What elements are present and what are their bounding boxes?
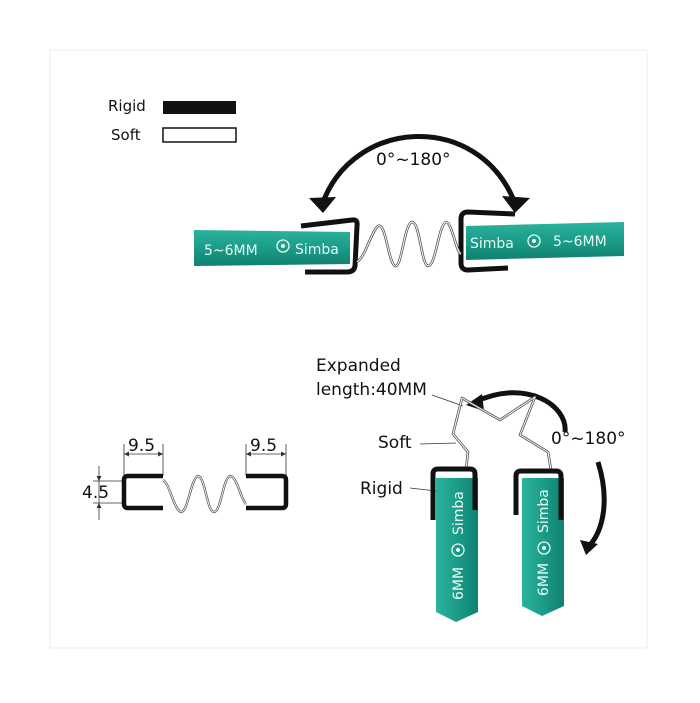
side-right-rigid-clip	[513, 468, 564, 520]
dim-right-width-label: 9.5	[250, 436, 277, 456]
side-expanded-line2: length:40MM	[316, 380, 427, 400]
side-left-brand: Simba	[451, 491, 467, 535]
top-left-glass	[194, 230, 350, 266]
side-left-rigid-clip	[430, 466, 478, 520]
side-expanded-line1: Expanded	[316, 356, 401, 376]
top-right-glass-size: 5~6MM	[553, 234, 607, 250]
top-left-logo-icon	[276, 239, 290, 253]
side-right-brand: Simba	[536, 489, 552, 533]
dim-height-label: 4.5	[82, 483, 109, 503]
dim-right-rigid-clip	[246, 473, 289, 511]
top-arrow-left-head-icon	[309, 197, 336, 213]
legend-rigid-label: Rigid	[108, 97, 146, 115]
side-left-logo-icon	[451, 543, 465, 557]
side-rigid-label: Rigid	[360, 479, 403, 499]
top-soft-spring	[356, 220, 462, 268]
side-rotation-arc-bottom	[588, 461, 607, 547]
dim-soft-spring	[162, 474, 247, 514]
top-right-rigid-clip	[458, 209, 516, 273]
dimension-drawing: 9.5 9.5 4.5	[82, 436, 289, 520]
side-soft-label: Soft	[378, 433, 412, 453]
side-right-logo-icon	[537, 541, 551, 555]
top-left-rigid-clip	[300, 217, 360, 275]
leader-expanded	[431, 394, 464, 407]
legend-soft-swatch	[162, 127, 237, 143]
side-view: Expanded length:40MM 0°~180° Soft Rigid …	[316, 356, 626, 622]
top-right-logo-icon	[527, 234, 541, 248]
top-arrow-right-head-icon	[502, 196, 530, 213]
top-right-brand: Simba	[470, 236, 514, 252]
legend-rigid-swatch	[163, 101, 236, 114]
top-rotation-arc	[319, 134, 518, 206]
top-soft-spring-inner	[356, 221, 462, 267]
top-right-glass	[466, 222, 624, 260]
top-view: 0°~180° 5~6MM Simba Simba 5~6MM	[194, 134, 624, 275]
image-frame	[49, 49, 648, 649]
side-arrow-bottom-head-icon	[580, 540, 598, 555]
dim-left-rigid-clip	[121, 473, 163, 511]
dim-left-width-label: 9.5	[128, 436, 155, 456]
side-angle-label: 0°~180°	[551, 429, 626, 449]
legend-soft-label: Soft	[111, 126, 141, 144]
side-left-glass-size: 6MM	[451, 567, 467, 600]
legend: Rigid Soft	[108, 97, 237, 144]
side-rotation-arc-top	[473, 390, 568, 433]
leader-soft	[419, 442, 457, 445]
top-left-brand: Simba	[295, 242, 339, 258]
top-left-glass-size: 5~6MM	[204, 243, 258, 259]
top-angle-label: 0°~180°	[376, 150, 451, 170]
side-right-glass-size: 6MM	[536, 563, 552, 596]
